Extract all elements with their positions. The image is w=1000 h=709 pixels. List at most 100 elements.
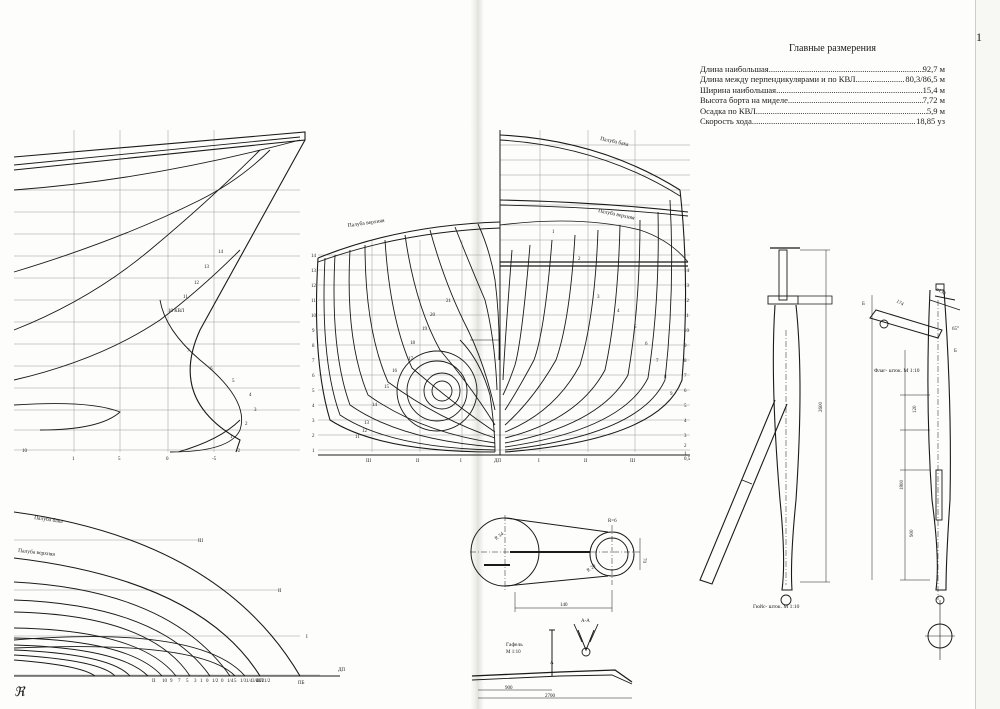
profile-wl-label: -2 [236,449,241,454]
fitting-label: 70 [641,558,646,564]
body-station-label: 4 [617,309,620,314]
profile-bottom-label: 10 [22,449,28,454]
body-station-label: 20 [430,313,436,318]
profile-bottom-label: 5 [118,457,121,462]
body-buttock-label: III [630,459,635,464]
body-wl-label: 2 [312,434,315,439]
body-wl-label: 11 [684,314,689,319]
body-station-label: 9 [670,392,673,397]
plan-station-label: 10 [162,679,168,684]
body-buttock-label: I [538,459,540,464]
gaff-drawing [471,623,633,699]
flag-staff-dim: 900 [910,529,915,537]
flag-staff-dim: 120 [913,405,918,413]
jack-staff-dim: 2600 [819,402,824,413]
body-centre-label: ДП [494,459,501,464]
book-gutter [470,0,484,709]
fitting-label: 140 [560,603,568,608]
deck-label-upper: Палуба верхняя [347,217,385,229]
half-breadth-plan [13,511,340,677]
body-wl-label: 2 [684,444,687,449]
deck-label-upper-right: Палуба верхняя [598,207,636,222]
body-station-label: 5 [634,325,637,330]
body-station-label: 13 [364,421,370,426]
body-wl-label: 14 [311,254,317,259]
body-plan-grid [318,130,690,452]
body-station-label: 7 [656,359,659,364]
body-station-label: 1 [552,230,555,235]
body-station-label: 3 [597,295,600,300]
profile-labels: 14 13 12 11 10 КВЛ 7 6 5 4 3 2 1 -2 10 1… [22,250,257,462]
body-wl-label: 8 [684,359,687,364]
plan-station-label: 0 [206,679,209,684]
profile-bottom-label: 1 [72,457,75,462]
gaff-dim: 900 [505,686,513,691]
profile-wl-label: 11 [183,295,188,300]
deck-label-forecastle-plan: Палуба бака [34,514,64,525]
body-wl-label: 12 [311,284,317,289]
body-wl-label: 9 [312,329,315,334]
gaff-dim: А [550,661,554,666]
jack-staff-labels: Гюйс- шток. М 1:10 2600 [753,402,824,611]
body-station-label: 6 [645,342,648,347]
plan-buttock-label: ПБ [298,681,305,686]
page-edge [975,0,1000,709]
body-station-label: 18 [410,341,416,346]
body-wl-label: 12 [684,299,690,304]
half-breadth-labels: Палуба бака Палуба верхняя III II I ПБ Д… [18,514,346,686]
body-wl-label: 10 [684,329,690,334]
profile-wl-label: 10 КВЛ [168,309,185,314]
body-wl-label: 1 [312,449,315,454]
dimension-row: Осадка по КВЛ5,9 м [700,106,945,117]
body-station-label: 8 [664,375,667,380]
plan-station-label: 1/4 [227,679,234,684]
body-wl-label: 6 [312,374,315,379]
body-wl-label: 13 [311,269,317,274]
body-wl-label: 3 [684,434,687,439]
profile-waterline-grid [14,130,300,452]
plan-station-label: 1 [200,679,203,684]
plan-station-label: 1/2 [258,679,265,684]
jack-staff-drawing [699,247,833,606]
plan-buttock-label: I [306,635,308,640]
profile-bottom-label: -5 [212,457,217,462]
publisher-mark: ℜ [14,684,25,699]
dimension-row: Длина между перпендикулярами и по КВЛ80,… [700,74,945,85]
body-wl-label: 1 [684,452,687,457]
body-wl-label: 3 [312,419,315,424]
body-wl-label: 4 [312,404,315,409]
body-wl-label: 13 [684,284,690,289]
plan-station-label: 3 [194,679,197,684]
plan-buttock-label: II [278,589,282,594]
dimension-row: Скорость хода18,85 уз [700,116,945,127]
plan-station-label: II [152,679,156,684]
flag-staff-section-mark: Б [862,302,865,307]
dimension-row: Длина наибольшая92,7 м [700,64,945,75]
body-wl-label: 9 [684,344,687,349]
plate-fitting [470,515,641,612]
body-baseline-label: 0,5 [684,457,691,462]
body-station-label: 16 [392,369,398,374]
body-wl-label: 7 [312,359,315,364]
deck-label-forecastle: Палуба бака [600,135,630,148]
plan-station-label: 7 [178,679,181,684]
flag-staff-drawing [869,283,961,660]
plan-station-label: 1/4 [246,679,253,684]
dimension-row: Ширина наибольшая15,4 м [700,85,945,96]
profile-wl-label: 14 [218,250,224,255]
profile-bottom-label: 0 [166,457,169,462]
body-wl-label: 14 [684,269,690,274]
body-station-label: 14 [372,403,378,408]
fitting-label: R 20 [586,564,597,574]
gaff-title: Гафель [506,641,523,648]
gaff-section-label: А-А [581,619,590,624]
body-wl-label: 5 [684,404,687,409]
flag-staff-dim: 1800 [900,480,905,491]
fitting-label: R 34 [494,532,505,542]
gaff-labels: Гафель М 1:10 А-А 900 2700 А [505,619,590,699]
half-breadth-grid [14,539,320,676]
body-plan [315,130,690,456]
body-wl-label: 5 [312,389,315,394]
